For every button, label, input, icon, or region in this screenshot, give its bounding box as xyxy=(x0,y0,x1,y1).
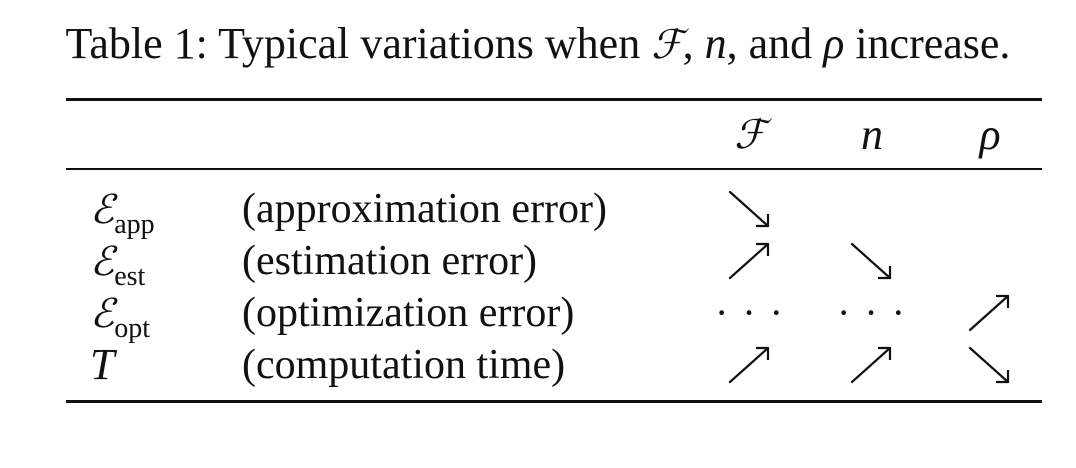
cell-F xyxy=(710,340,790,390)
row-symbol-letter: ℰ xyxy=(90,187,115,233)
cell-n xyxy=(832,184,912,234)
caption-sep-1: , xyxy=(682,19,705,68)
arrow-up-right-icon xyxy=(968,294,1010,332)
arrow-down-right-icon xyxy=(850,242,892,280)
table-caption: Table 1: Typical variations when ℱ, n, a… xyxy=(0,18,1076,71)
cell-rho xyxy=(950,340,1030,390)
column-header-rho: ρ xyxy=(979,110,1001,159)
cell-F: · · · xyxy=(710,288,790,338)
row-symbol: ℰest xyxy=(90,236,145,291)
row-description: (optimization error) xyxy=(242,290,575,336)
cell-F xyxy=(710,184,790,234)
ellipsis-text: · · · xyxy=(715,290,785,335)
table-row: T (computation time) xyxy=(0,340,1076,390)
caption-symbol-n: n xyxy=(704,19,727,68)
table-bottom-rule xyxy=(66,400,1042,403)
cell-n xyxy=(832,340,912,390)
column-header-F: ℱ xyxy=(734,112,766,158)
row-symbol: T xyxy=(90,340,114,390)
table-header-rule xyxy=(66,168,1042,170)
table-row: ℰest (estimation error) xyxy=(0,236,1076,291)
caption-suffix: increase. xyxy=(844,19,1011,68)
cell-F xyxy=(710,236,790,286)
row-symbol: ℰapp xyxy=(90,184,155,239)
column-header-n: n xyxy=(861,110,883,159)
cell-n: · · · xyxy=(832,288,912,338)
row-symbol-subscript: opt xyxy=(114,313,150,344)
caption-sep-2: , and xyxy=(726,19,824,68)
row-symbol: ℰopt xyxy=(90,288,150,343)
caption-symbol-rho: ρ xyxy=(823,19,845,68)
row-symbol-letter: ℰ xyxy=(90,291,115,337)
arrow-up-right-icon xyxy=(728,242,770,280)
row-symbol-letter: T xyxy=(90,340,115,389)
cell-rho xyxy=(950,236,1030,286)
cell-rho xyxy=(950,184,1030,234)
table-row: ℰapp (approximation error) xyxy=(0,184,1076,239)
arrow-down-right-icon xyxy=(968,346,1010,384)
arrow-up-right-icon xyxy=(850,346,892,384)
row-description: (estimation error) xyxy=(242,238,538,284)
row-symbol-subscript: est xyxy=(114,261,146,292)
row-description: (computation time) xyxy=(242,342,566,388)
row-description: (approximation error) xyxy=(242,186,608,232)
arrow-down-right-icon xyxy=(728,190,770,228)
caption-symbol-F: ℱ xyxy=(651,22,683,68)
cell-n xyxy=(832,236,912,286)
arrow-up-right-icon xyxy=(728,346,770,384)
cell-rho xyxy=(950,288,1030,338)
row-symbol-letter: ℰ xyxy=(90,239,115,285)
row-symbol-subscript: app xyxy=(114,209,155,240)
table-top-rule xyxy=(66,98,1042,101)
table-row: ℰopt (optimization error) · · · · · · xyxy=(0,288,1076,343)
ellipsis-text: · · · xyxy=(837,290,907,335)
caption-prefix: Table 1: Typical variations when xyxy=(65,19,652,68)
